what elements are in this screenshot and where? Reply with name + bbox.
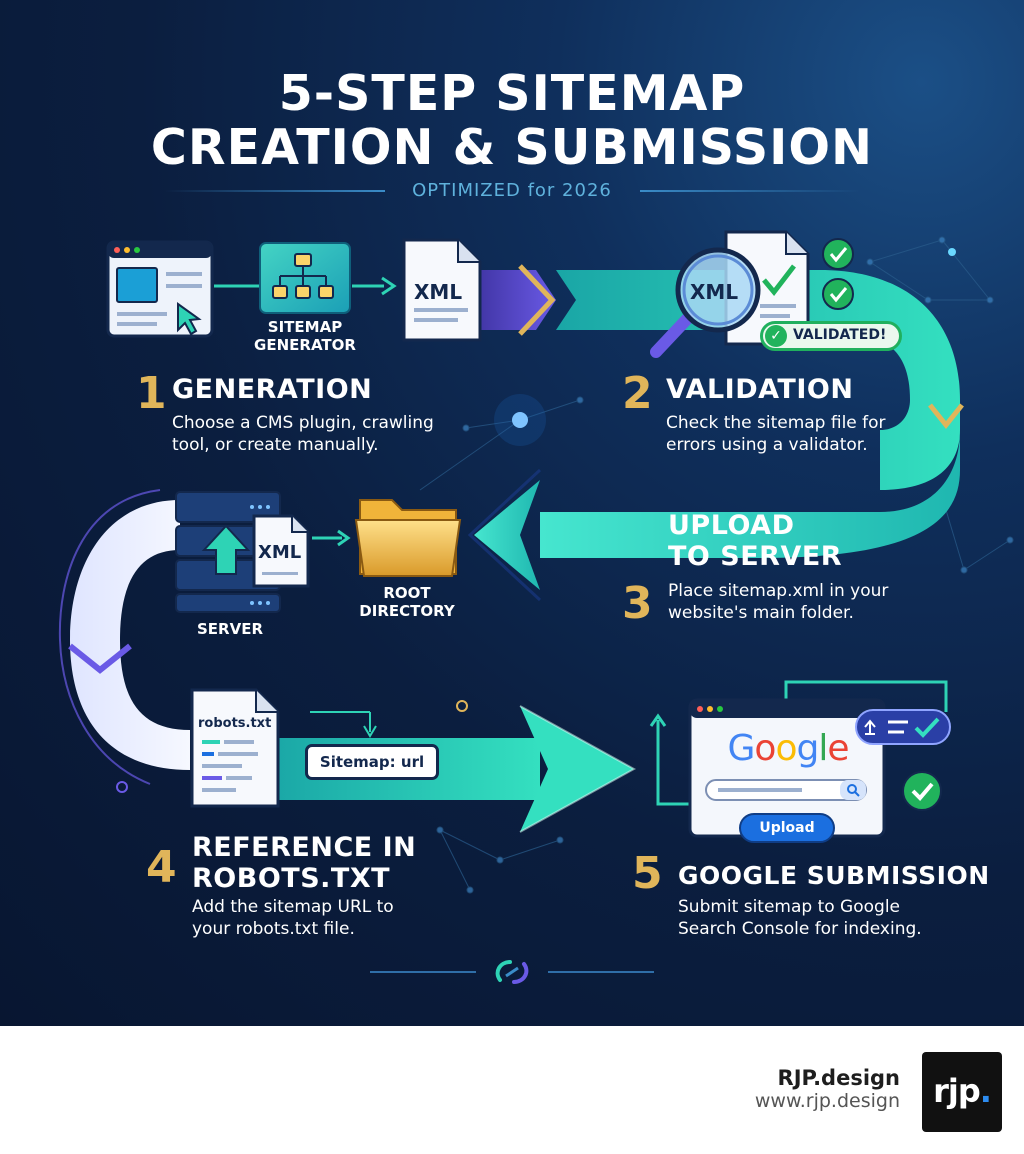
chain-link-icon [495, 960, 529, 984]
server-label: SERVER [196, 620, 263, 638]
brand-url: www.rjp.design [754, 1090, 900, 1112]
flow-arrow-left [474, 480, 540, 590]
browser-cursor-icon [106, 240, 214, 338]
xml-label: XML [258, 542, 302, 563]
flow-band-purple [464, 270, 556, 330]
brand-logo: rjp. [922, 1052, 1002, 1132]
google-logo: Google [727, 728, 850, 769]
flow-band-teal-middle [540, 430, 960, 558]
upload-button: Upload [739, 813, 835, 843]
xml-file-icon [402, 238, 482, 342]
xml-label: XML [690, 280, 739, 304]
footer [0, 1026, 1024, 1154]
flow-graphics [58, 230, 1014, 984]
google-browser-icon [649, 680, 948, 838]
xml-file-icon [252, 514, 310, 588]
validated-badge: ✓ VALIDATED! [760, 321, 902, 351]
folder-icon [354, 499, 462, 577]
step-2-title: VALIDATION [666, 374, 854, 405]
flow-arrow-right [520, 706, 634, 832]
search-icon [840, 780, 866, 800]
upload-arrow-icon [201, 524, 251, 575]
subtitle: OPTIMIZED for 2026 [412, 180, 612, 201]
sitemap-tree-icon [259, 242, 351, 314]
flow-band-white-loop [70, 500, 190, 770]
infographic-poster: 5-STEP SITEMAP CREATION & SUBMISSION OPT… [0, 0, 1024, 1026]
brand-name: RJP.design [777, 1066, 900, 1090]
step-5-title: GOOGLE SUBMISSION [678, 861, 990, 890]
xml-label: XML [414, 280, 463, 304]
check-icon [902, 771, 942, 811]
subtitle-rule-left [165, 190, 385, 192]
subtitle-rule-right [640, 190, 860, 192]
title-line-2: CREATION & SUBMISSION [150, 119, 874, 176]
ring-decoration [456, 700, 468, 712]
step-1-number: 1 [136, 368, 167, 419]
check-icon: ✓ [765, 325, 787, 347]
check-icon [822, 238, 854, 310]
robots-file-icon [190, 688, 280, 808]
step-1-title: GENERATION [172, 374, 373, 405]
step-2-number: 2 [622, 368, 653, 419]
title-line-1: 5-STEP SITEMAP [278, 65, 746, 122]
magnifier-icon [650, 230, 810, 358]
sitemap-url-box: Sitemap: url [305, 744, 439, 780]
step-4-number: 4 [146, 842, 177, 893]
robots-file-label: robots.txt [198, 716, 272, 731]
glow-node-core [512, 412, 528, 428]
share-icon [855, 709, 951, 745]
step-5-number: 5 [632, 848, 663, 899]
network-decoration [419, 236, 1014, 894]
step-3-number: 3 [622, 578, 653, 629]
